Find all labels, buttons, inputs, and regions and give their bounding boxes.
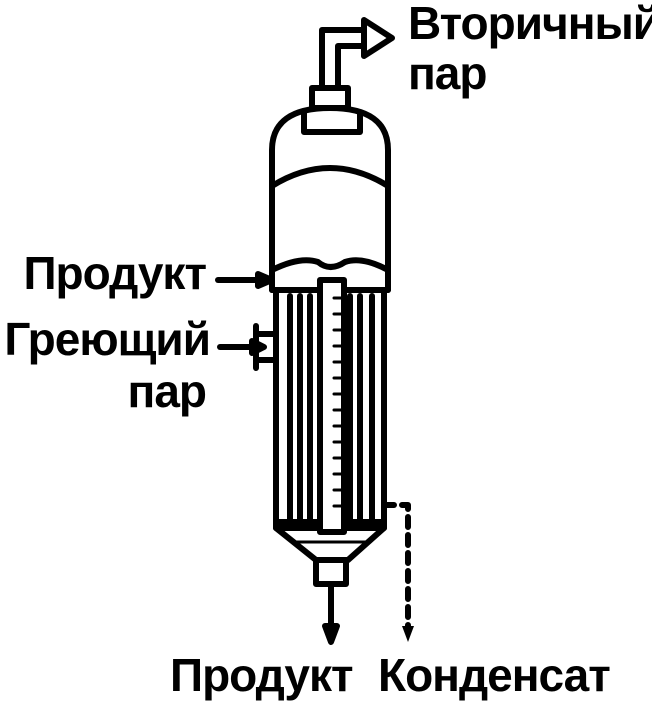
product-in-label: Продукт [23,247,207,299]
secondary-steam-outlet-pipe [319,17,395,91]
secondary-steam-label-line1: Вторичный [408,0,652,49]
secondary-steam-label-line2: пар [408,47,487,99]
product-inlet-arrow [215,271,275,289]
central-circulation-tube [317,277,347,535]
condensate-label: Конденсат [378,649,611,701]
product-out-label: Продукт [170,649,354,701]
heating-steam-inlet [217,323,279,371]
bottom-nozzle [313,557,349,645]
heating-steam-label-line2: пар [127,365,207,417]
condensate-line [381,502,414,642]
heating-steam-label-line1: Греющий [4,313,211,365]
separator-vessel [269,105,391,293]
